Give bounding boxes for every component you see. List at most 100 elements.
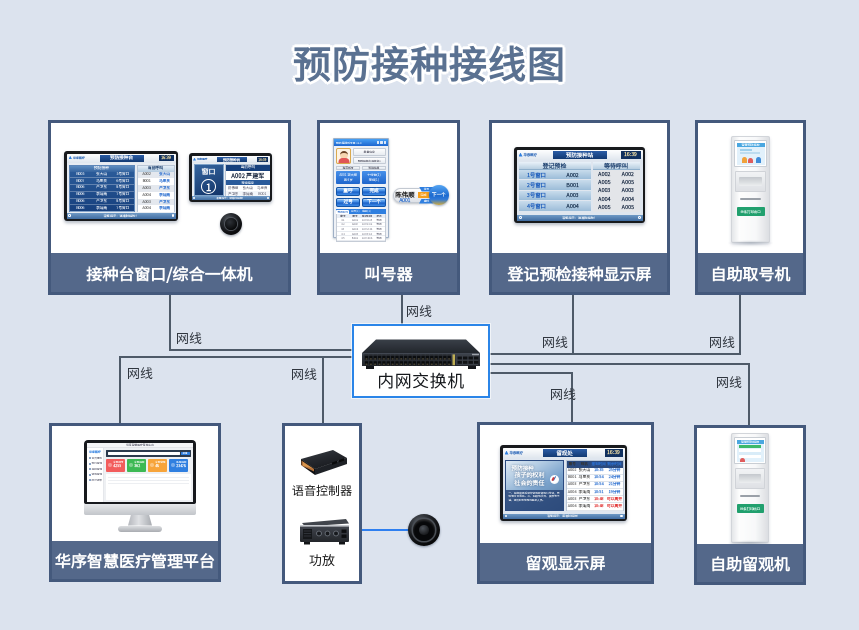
cable-label: 网线: [716, 372, 743, 391]
table-cell: 等待: [376, 231, 382, 236]
table-cell: 10:48: [593, 504, 604, 510]
table-cell: 10:54: [593, 482, 604, 488]
platform-content-panel: [106, 474, 191, 500]
screen-logo: 华序医疗: [518, 152, 537, 157]
table-cell: 21分钟: [608, 482, 621, 488]
cable-line: [401, 294, 403, 324]
footer-dot-icon: [504, 514, 507, 518]
node-caller: 预防接种叫号器 v2.0 患者信息 预防接种台 接种台1 当前叫号 等待信息: [317, 120, 460, 295]
next-button[interactable]: 下一个: [362, 197, 386, 207]
speaker-cap-icon: [419, 525, 429, 535]
current-call-header: 当前呼叫: [137, 165, 174, 172]
node-label: 自助留观机: [697, 544, 803, 582]
table-cell: 张大山: [578, 468, 591, 474]
table-cell: 10:30:25: [361, 217, 373, 222]
column-header: 票号: [352, 214, 358, 218]
table-cell: B006: [75, 192, 85, 198]
app-row: 过号 下一个: [336, 197, 386, 207]
card-icon: [107, 462, 112, 467]
table-header-row: 序号 票号 登记时间 状态: [337, 214, 385, 218]
app-row: 患者信息 预防接种台 接种台1: [336, 148, 386, 164]
window-dot-icon: [383, 141, 386, 144]
cable-line: [169, 294, 171, 351]
table-cell: B006: [75, 185, 85, 191]
sidebar-menu-item[interactable]: 接种管理: [89, 468, 102, 471]
pill-skip-tag[interactable]: 过号: [419, 186, 434, 192]
tab-finished[interactable]: 完成(2): [362, 209, 371, 213]
window-controls-icon[interactable]: [376, 141, 386, 144]
promo-note: 一、接种疫苗后请在留观区留观30分钟，无异常方可离开。二、如出现发热、皮疹等不适…: [505, 489, 563, 510]
table-cell: A005: [621, 202, 634, 211]
browser-titlebar: 华序智慧医疗管理平台: [87, 443, 193, 448]
table-cell: A002: [352, 217, 358, 222]
table-cell: A004: [142, 192, 151, 198]
search-button[interactable]: 查询: [180, 451, 190, 455]
table-cell: 24分钟: [608, 475, 621, 481]
search-input[interactable]: [107, 452, 180, 455]
caller-pill-widget: 陈伟顺 A001 过号 完成 重呼 下一个: [393, 184, 453, 205]
pill-next-button[interactable]: 下一个: [429, 185, 449, 205]
cable-line: [119, 356, 354, 358]
sidebar-menu-item[interactable]: 统计报表: [89, 479, 102, 482]
finish-button[interactable]: 完成: [362, 186, 386, 196]
table-cell: 李灿南: [578, 504, 591, 510]
footer-text: 温馨提示：请准时接种！: [561, 215, 598, 220]
window-display-monitor: 华序医疗 预防接种台 16:39 窗口 1 当前呼叫 A002 严建军 等待信息…: [189, 153, 272, 202]
recall-button[interactable]: 重呼: [336, 186, 360, 196]
table-cell: 等待: [376, 217, 382, 222]
cable-label: 网线: [709, 332, 736, 351]
ticket-kiosk-screen[interactable]: 智慧预防接种: [734, 140, 767, 167]
table-cell: A002: [621, 170, 634, 179]
table-cell: 李灿南: [578, 489, 591, 495]
sidebar-menu-item[interactable]: 首页概览: [89, 457, 102, 460]
syringe-icon: [549, 474, 559, 484]
cable-label: 网线: [127, 363, 154, 382]
table-cell: 马思良: [96, 178, 107, 184]
registration-header: 登记预检: [518, 161, 591, 170]
app-row: A001 李大顺 男 6岁 十分钟(1) 等待(1): [336, 171, 386, 184]
speaker: [408, 514, 440, 546]
tab-skipped[interactable]: 过号(1): [350, 209, 360, 213]
column-header: 剩余时间: [607, 461, 622, 467]
current-call-header: 当前呼叫: [226, 165, 270, 171]
card-value: 48: [155, 463, 159, 469]
skip-button[interactable]: 过号: [336, 197, 360, 207]
desktop-monitor: 华序智慧医疗管理平台 华序医疗 首页概览 预约管理 接种管理 留观管理 统计报表…: [84, 440, 196, 504]
sidebar-menu-item[interactable]: 留观管理: [89, 473, 102, 476]
table-cell: 等待: [376, 236, 382, 241]
monitor-stand-base: [118, 525, 162, 532]
table-cell: 李灿南: [159, 192, 170, 198]
card-icon: [149, 462, 154, 467]
current-call-number: A002 严建军: [231, 170, 265, 180]
placeholder-row: [108, 483, 189, 484]
footer-dot-icon: [620, 514, 623, 518]
tab-waiting[interactable]: 等待队列: [336, 210, 350, 214]
observation-kiosk-screen[interactable]: 智慧预防接种: [734, 437, 766, 464]
window-number-tile: 窗口 1: [193, 164, 224, 196]
switch-label: 内网交换机: [377, 367, 465, 392]
station-info-button[interactable]: 预防接种台 接种台1: [352, 157, 386, 164]
table-row: A004 李灿南: [137, 191, 174, 199]
table-cell: 04: [341, 231, 345, 236]
current-call-line: A001 李大顺: [339, 171, 357, 177]
patient-info-button[interactable]: 患者信息: [352, 148, 386, 156]
window-display-screen: 华序医疗 预防接种台 16:39 窗口 1 当前呼叫 A002 严建军 等待信息…: [191, 155, 270, 200]
sidebar-menu-item[interactable]: 预约管理: [89, 462, 102, 465]
pill-recall-tag[interactable]: 重呼: [419, 198, 434, 204]
pill-finish-tag[interactable]: 完成: [417, 192, 430, 198]
node-label: 留观显示屏: [480, 543, 651, 581]
